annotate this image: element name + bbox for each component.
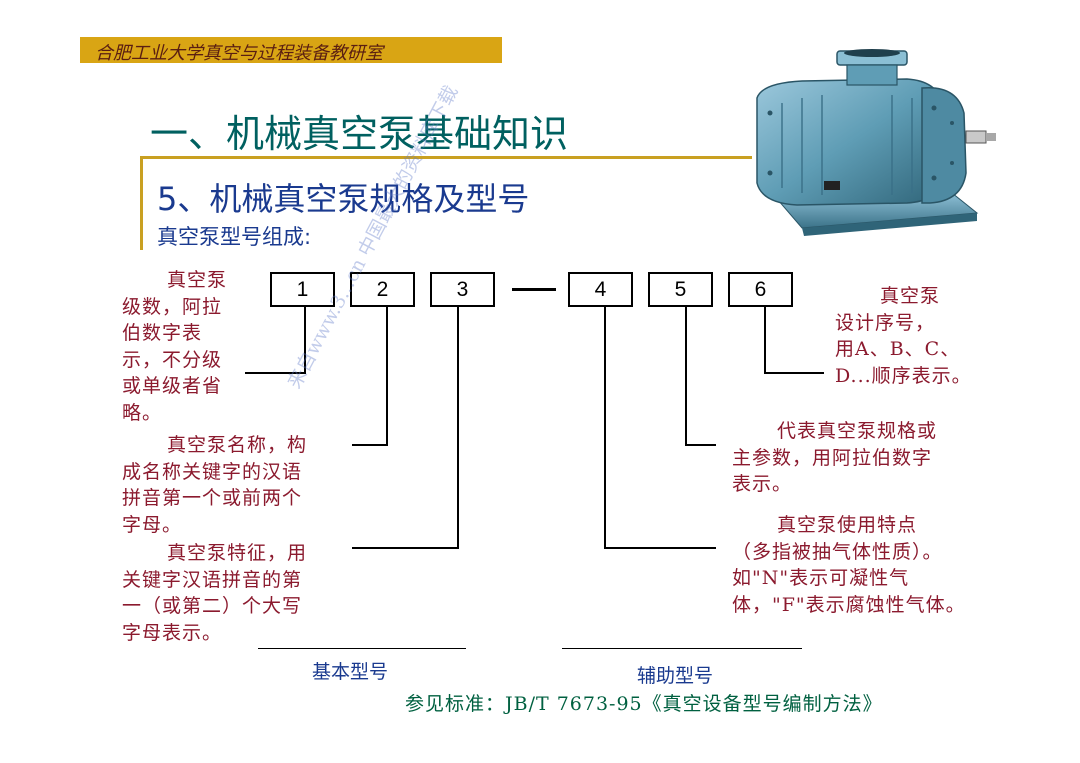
connector-5-horizontal [685, 444, 716, 446]
description-position-4: 真空泵使用特点 （多指被抽气体性质）。 如"N"表示可凝性气 体，"F"表示腐蚀… [732, 512, 966, 618]
description-line: 关键字汉语拼音的第 [122, 567, 307, 594]
description-line: 用A、B、C、 [835, 336, 972, 363]
connector-3-vertical [457, 307, 459, 549]
description-line: 字母。 [122, 512, 307, 539]
auxiliary-model-bracket-line [562, 648, 802, 649]
model-digit-box-4: 4 [568, 272, 633, 307]
description-line: D...顺序表示。 [835, 363, 972, 390]
reference-standard: 参见标准：JB/T 7673-95《真空设备型号编制方法》 [405, 689, 883, 716]
description-position-1: 真空泵 级数，阿拉 伯数字表 示，不分级 或单级者省 略。 [122, 267, 227, 426]
basic-model-label: 基本型号 [312, 657, 388, 684]
section-label: 真空泵型号组成: [157, 221, 311, 251]
description-position-5: 代表真空泵规格或 主参数，用阿拉伯数字 表示。 [732, 418, 937, 498]
page-title: 一、机械真空泵基础知识 [150, 103, 568, 158]
connector-6-vertical [764, 307, 766, 374]
description-line: （多指被抽气体性质）。 [732, 539, 966, 566]
description-line: 略。 [122, 400, 227, 427]
model-digit-box-3: 3 [430, 272, 495, 307]
connector-4-horizontal [604, 547, 716, 549]
model-separator-dash [512, 288, 556, 291]
description-line: 示，不分级 [122, 347, 227, 374]
vacuum-pump-image [742, 43, 1002, 243]
section-subtitle: 5、机械真空泵规格及型号 [157, 174, 529, 220]
description-line: 表示。 [732, 471, 937, 498]
description-line: 如"N"表示可凝性气 [732, 565, 966, 592]
auxiliary-model-label: 辅助型号 [637, 661, 713, 688]
connector-6-horizontal [764, 372, 824, 374]
description-line: 字母表示。 [122, 620, 307, 647]
model-digit-box-6: 6 [728, 272, 793, 307]
description-position-3: 真空泵特征，用 关键字汉语拼音的第 一（或第二）个大写 字母表示。 [122, 540, 307, 646]
connector-2-horizontal [352, 444, 388, 446]
description-line: 拼音第一个或前两个 [122, 485, 307, 512]
header-banner-text: 合肥工业大学真空与过程装备教研室 [95, 39, 383, 65]
description-line: 伯数字表 [122, 320, 227, 347]
connector-2-vertical [386, 307, 388, 446]
description-line: 一（或第二）个大写 [122, 593, 307, 620]
description-line: 成名称关键字的汉语 [122, 459, 307, 486]
description-line: 真空泵特征，用 [122, 540, 307, 567]
connector-4-vertical [604, 307, 606, 549]
description-line: 真空泵 [122, 267, 227, 294]
description-line: 真空泵名称，构 [122, 432, 307, 459]
connector-5-vertical [685, 307, 687, 446]
description-line: 真空泵使用特点 [732, 512, 966, 539]
model-digit-box-5: 5 [648, 272, 713, 307]
description-line: 真空泵 [835, 283, 972, 310]
description-position-6: 真空泵 设计序号， 用A、B、C、 D...顺序表示。 [835, 283, 972, 389]
connector-3-horizontal [352, 547, 459, 549]
description-line: 设计序号， [835, 310, 972, 337]
description-line: 主参数，用阿拉伯数字 [732, 445, 937, 472]
description-line: 体，"F"表示腐蚀性气体。 [732, 592, 966, 619]
title-underline [140, 156, 752, 159]
title-side-rule [140, 156, 143, 250]
basic-model-bracket-line [258, 648, 466, 649]
description-line: 代表真空泵规格或 [732, 418, 937, 445]
description-line: 或单级者省 [122, 373, 227, 400]
description-line: 级数，阿拉 [122, 294, 227, 321]
description-position-2: 真空泵名称，构 成名称关键字的汉语 拼音第一个或前两个 字母。 [122, 432, 307, 538]
